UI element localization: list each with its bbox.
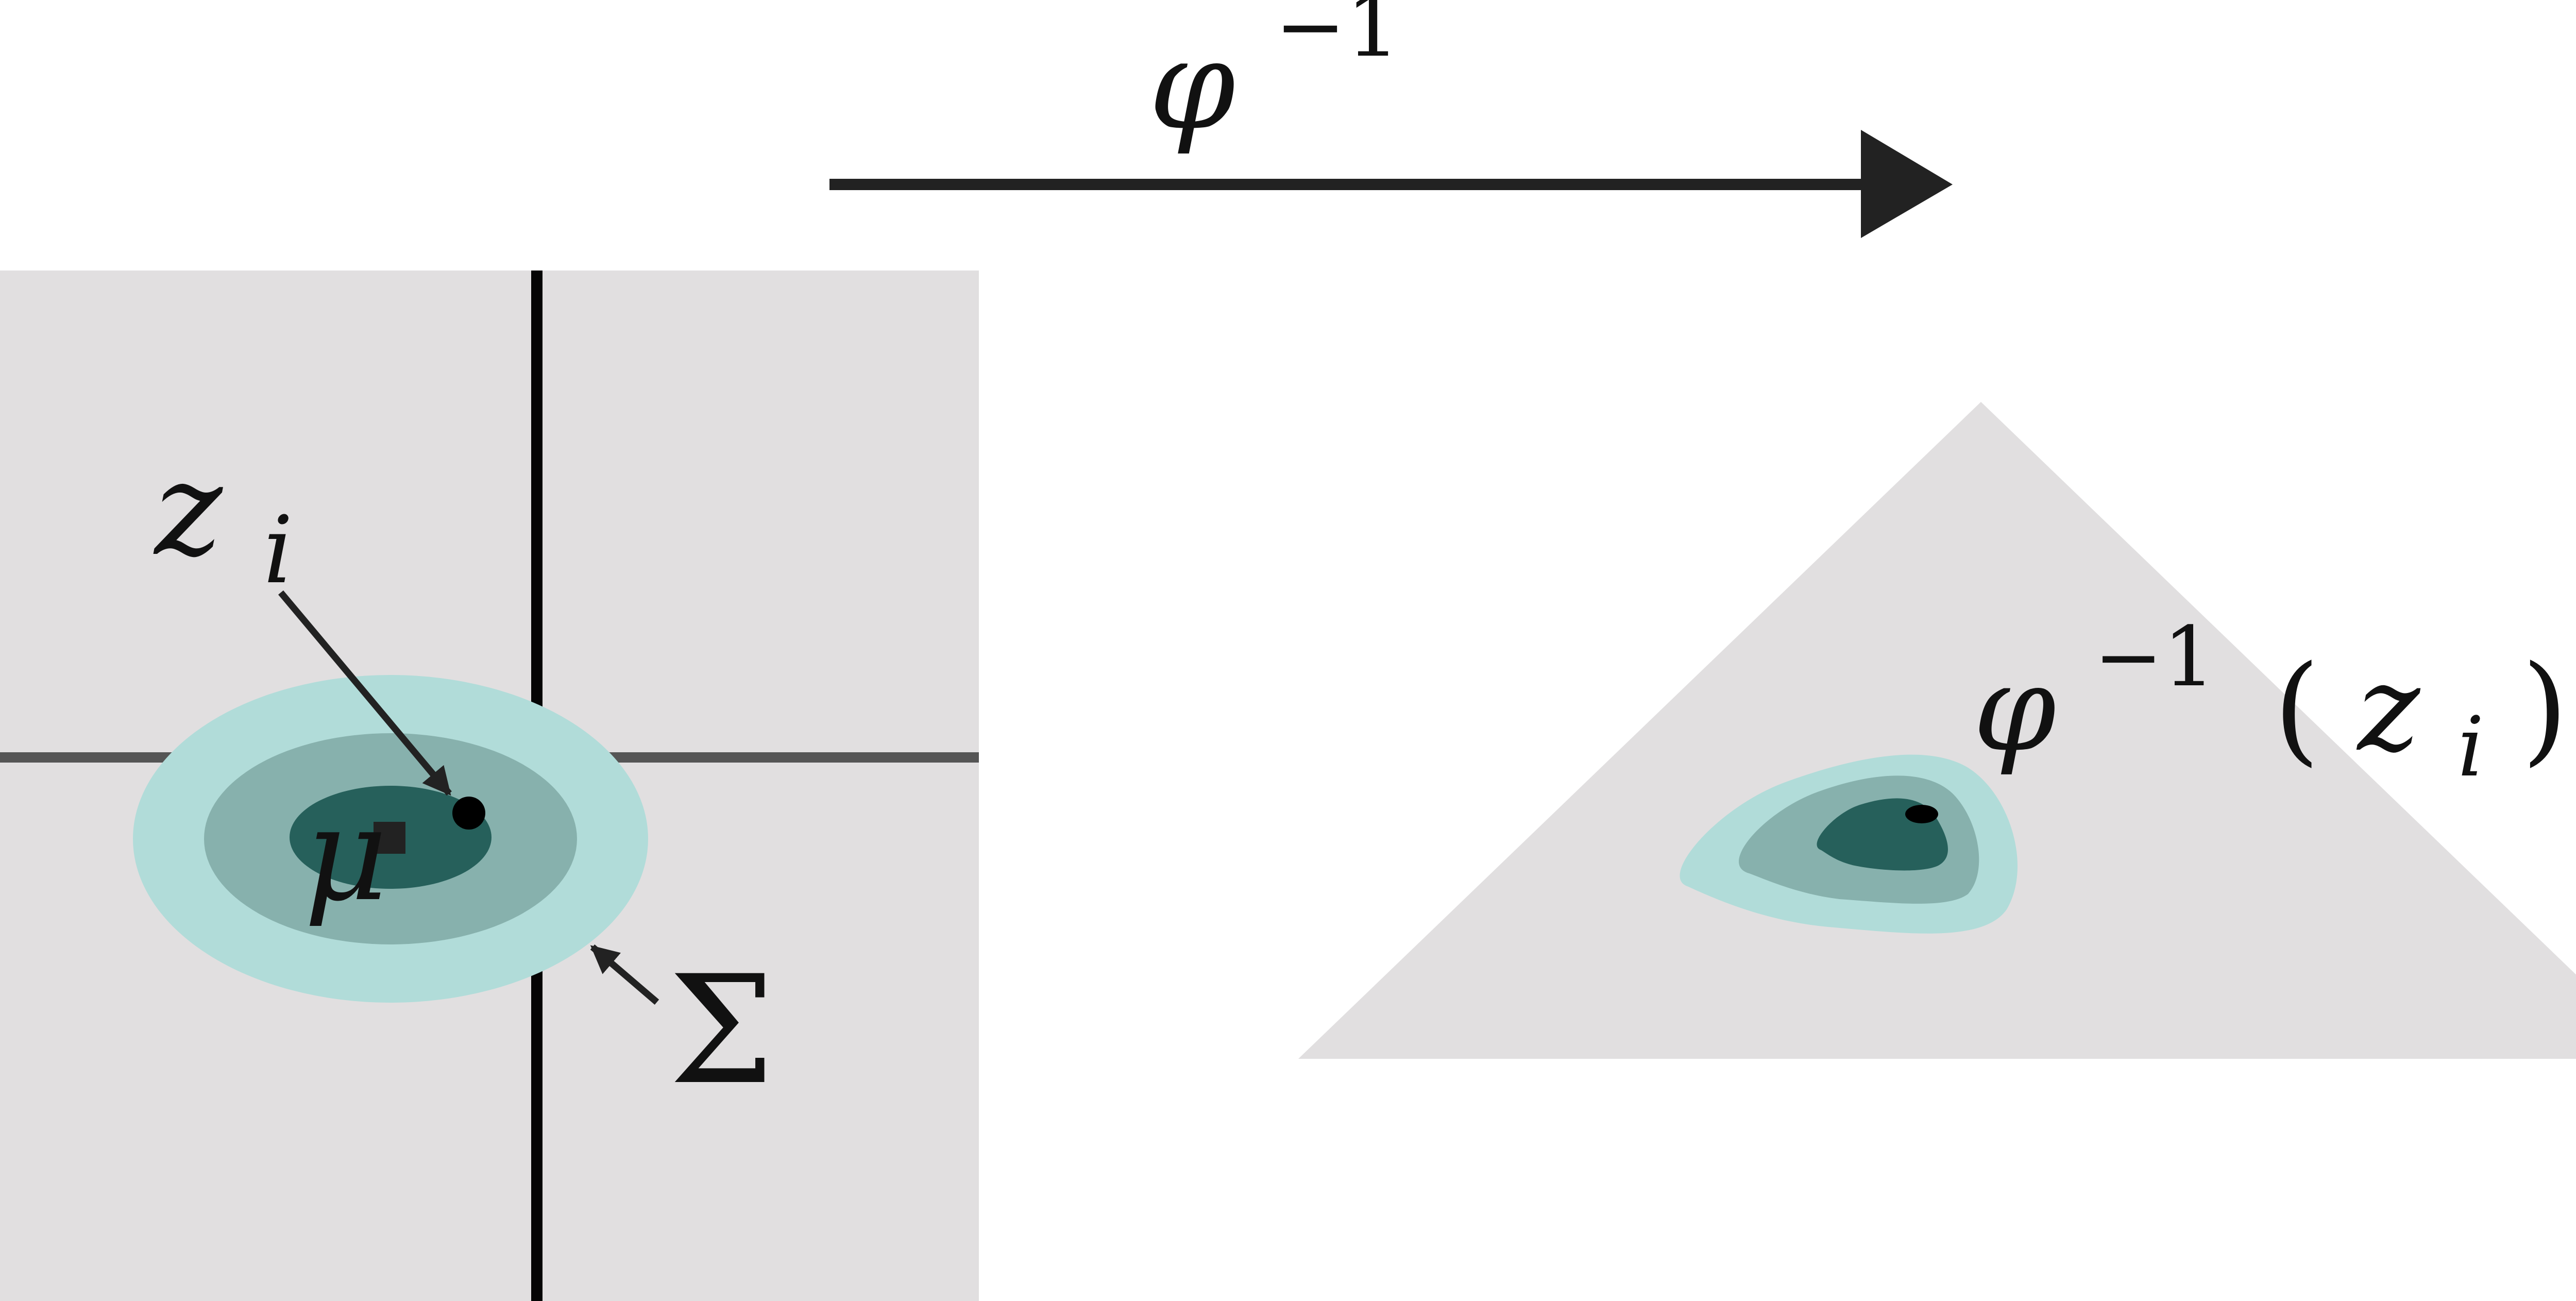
covariance-label: Σ [669,944,774,1118]
sample-point-label: z i [153,434,293,604]
map-arrow-group: φ −1 [829,0,1953,238]
mapped-point-label-open-paren: ( [2274,640,2320,778]
mapped-point-label-arg-subscript: i [2458,699,2484,795]
mean-label: μ [304,780,387,930]
mapped-point-label-arg-base: z [2356,640,2421,778]
sample-point-marker [452,797,485,830]
latent-space-panel: z i μ Σ [0,271,979,1301]
simplex-triangle [1298,402,2576,1059]
sample-point-label-subscript: i [263,497,293,604]
mapped-point-label-close-paren: ) [2522,640,2568,778]
mapped-point-marker [1905,805,1938,823]
covariance-pointer [590,944,659,1005]
mapped-point-label-superscript: −1 [2094,609,2215,705]
mapped-point-label-symbol: φ [1973,640,2056,778]
map-arrow-label-symbol: φ [1149,13,1235,157]
map-arrow-label: φ −1 [1149,0,1400,157]
mean-marker [374,822,405,854]
mapped-point-label: φ −1 ( z i ) [1973,576,2568,804]
sample-point-pointer [278,590,452,796]
map-arrow-head [1861,130,1953,238]
simplex-panel: φ −1 ( z i ) [1298,402,2576,1059]
sample-point-label-base: z [153,434,223,584]
map-arrow-label-superscript: −1 [1275,0,1400,76]
